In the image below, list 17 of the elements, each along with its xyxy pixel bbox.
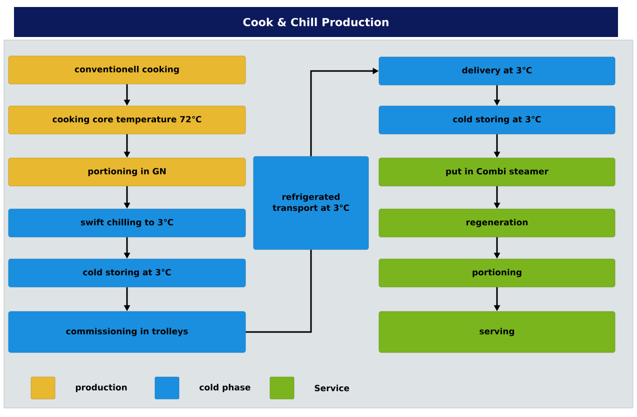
legend-label: production bbox=[76, 384, 127, 392]
process-box: cooking core temperature 72℃ bbox=[8, 106, 246, 134]
process-box: portioning bbox=[378, 258, 616, 288]
process-box: regeneration bbox=[378, 208, 616, 238]
legend-label: Service bbox=[314, 384, 350, 392]
process-box: put in Combi steamer bbox=[378, 158, 616, 186]
process-box: commissioning in trolleys bbox=[8, 311, 246, 353]
process-box: cold storing at 3℃ bbox=[8, 258, 246, 288]
process-box: refrigerated transport at 3℃ bbox=[253, 156, 369, 250]
process-box: cold storing at 3℃ bbox=[378, 106, 616, 134]
process-box: serving bbox=[378, 311, 616, 353]
process-box: portioning in GN bbox=[8, 158, 246, 186]
process-box: swift chilling to 3℃ bbox=[8, 208, 246, 238]
title-bar: Cook & Chill Production bbox=[14, 7, 618, 37]
process-box: conventionell cooking bbox=[8, 56, 246, 84]
process-box: delivery at 3℃ bbox=[378, 56, 616, 86]
legend-label: cold phase bbox=[200, 384, 250, 392]
